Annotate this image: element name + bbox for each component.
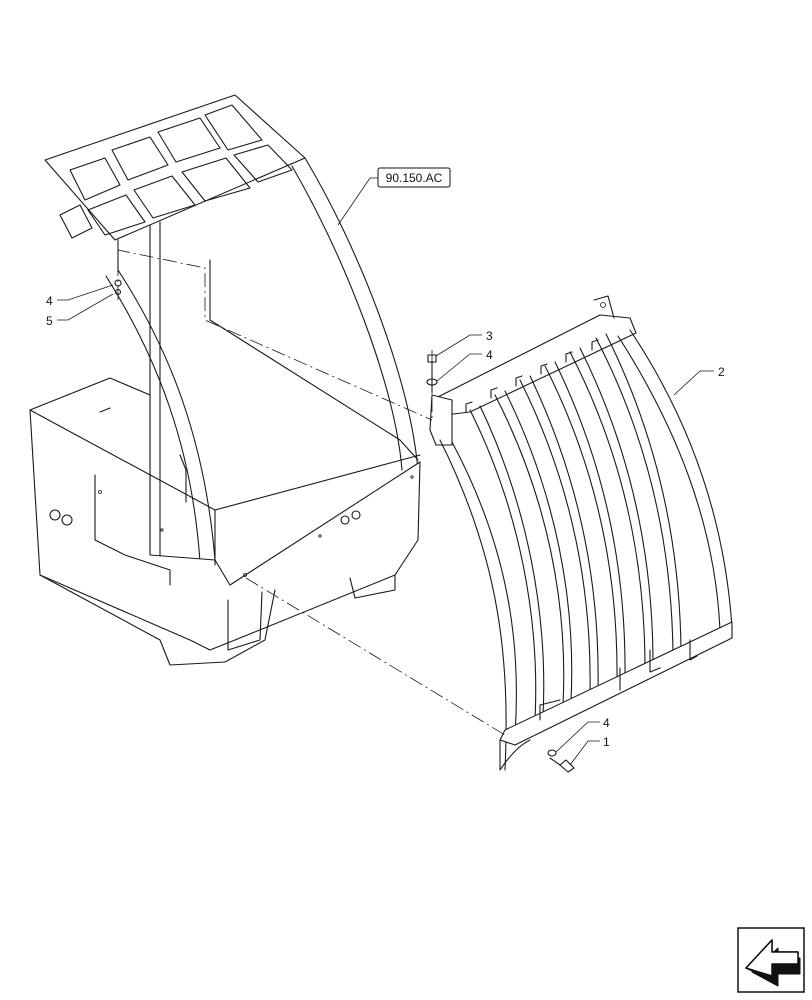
guard-grille xyxy=(429,295,733,771)
callout-4-top: 4 xyxy=(486,348,493,362)
reference-label: 90.150.AC xyxy=(386,171,443,185)
callout-2: 2 xyxy=(718,365,725,379)
callout-5-left: 5 xyxy=(46,314,53,328)
callout-4-left: 4 xyxy=(46,294,53,308)
callout-leaders xyxy=(57,177,714,766)
cab-assembly xyxy=(29,94,421,666)
assembly-dash-lines xyxy=(117,249,506,736)
reference-tag[interactable]: 90.150.AC xyxy=(377,167,451,188)
arrow-navigation-icon[interactable] xyxy=(737,927,805,993)
callout-1: 1 xyxy=(603,735,610,749)
callout-4-bottom: 4 xyxy=(603,716,610,730)
cab-roof-grid xyxy=(44,94,306,241)
callout-3: 3 xyxy=(486,329,493,343)
